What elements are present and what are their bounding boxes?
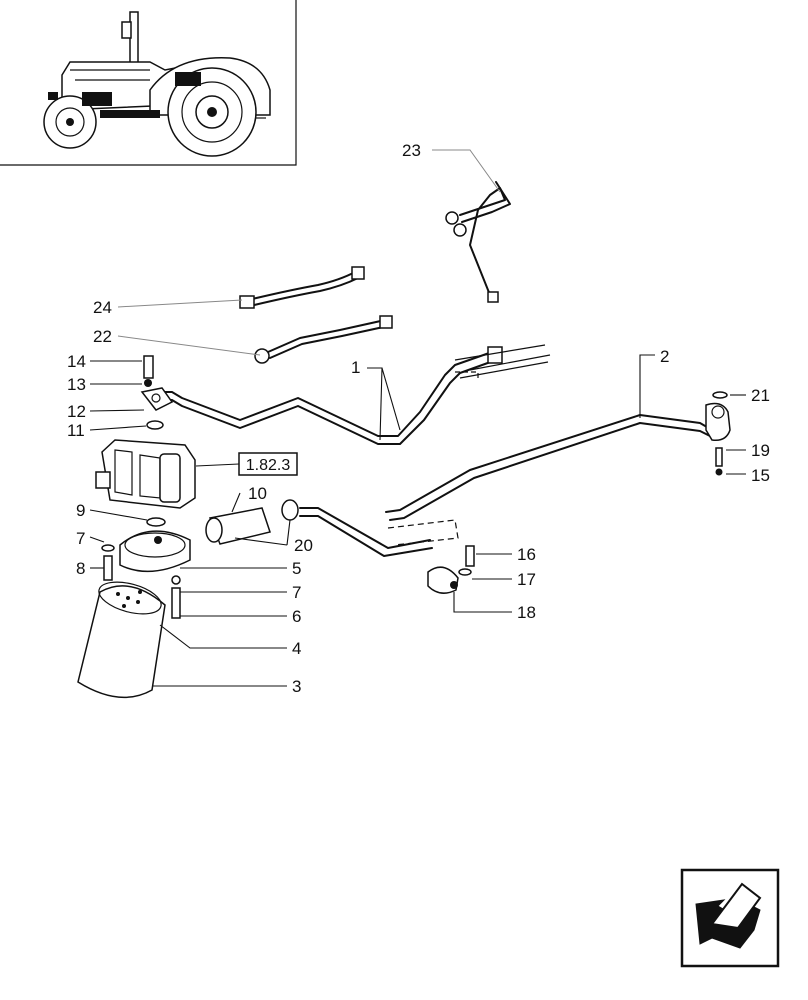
callout-14: 14 <box>67 352 86 371</box>
bolt-6 <box>171 575 181 619</box>
pump-assembly <box>95 439 196 509</box>
callout-15: 15 <box>751 466 770 485</box>
filter-canister-3 <box>77 581 166 699</box>
bolt-8-7 <box>101 544 115 581</box>
filter-head-5 <box>119 530 191 573</box>
bolt-14-13 <box>143 355 154 387</box>
hose-23 <box>445 181 511 303</box>
callout-9: 9 <box>76 501 85 520</box>
callout-22: 22 <box>93 327 112 346</box>
callout-8: 8 <box>76 559 85 578</box>
banjo-fitting-18 <box>427 545 475 594</box>
oring-11 <box>146 420 164 430</box>
callout-24: 24 <box>93 298 112 317</box>
callout-23: 23 <box>402 141 421 160</box>
reference-box-frame <box>238 452 298 476</box>
hose-22 <box>254 315 393 364</box>
callout-1: 1 <box>351 358 360 377</box>
callout-2: 2 <box>660 347 669 366</box>
callout-20: 20 <box>294 536 313 555</box>
callout-3: 3 <box>292 677 301 696</box>
callout-10: 10 <box>248 484 267 503</box>
back-arrow-icon[interactable] <box>680 868 780 968</box>
hose-clamp-10 <box>205 499 299 545</box>
banjo-elbow <box>705 402 731 442</box>
callout-19: 19 <box>751 441 770 460</box>
leader-lines <box>89 149 746 687</box>
pipe-2 <box>385 414 713 521</box>
washer-21 <box>712 391 728 399</box>
callout-12: 12 <box>67 402 86 421</box>
callout-7-right: 7 <box>292 583 301 602</box>
reference-box-label[interactable]: 1.82.3 <box>246 457 291 474</box>
callout-16: 16 <box>517 545 536 564</box>
callout-21: 21 <box>751 386 770 405</box>
callout-13: 13 <box>67 375 86 394</box>
callout-7-left: 7 <box>76 529 85 548</box>
callout-5: 5 <box>292 559 301 578</box>
flange-fitting-12 <box>140 387 174 411</box>
pipe-guide-upper <box>454 344 551 380</box>
tractor-thumbnail-icon <box>0 0 297 166</box>
callout-6: 6 <box>292 607 301 626</box>
callout-11: 11 <box>67 421 85 440</box>
callout-17: 17 <box>517 570 536 589</box>
callout-4: 4 <box>292 639 301 658</box>
oring-9 <box>146 517 166 527</box>
hose-24 <box>239 266 365 309</box>
callout-18: 18 <box>517 603 536 622</box>
pipe-1-upper <box>157 346 503 445</box>
pipe-1-lower <box>299 507 459 557</box>
bolt-19-15 <box>715 447 723 476</box>
